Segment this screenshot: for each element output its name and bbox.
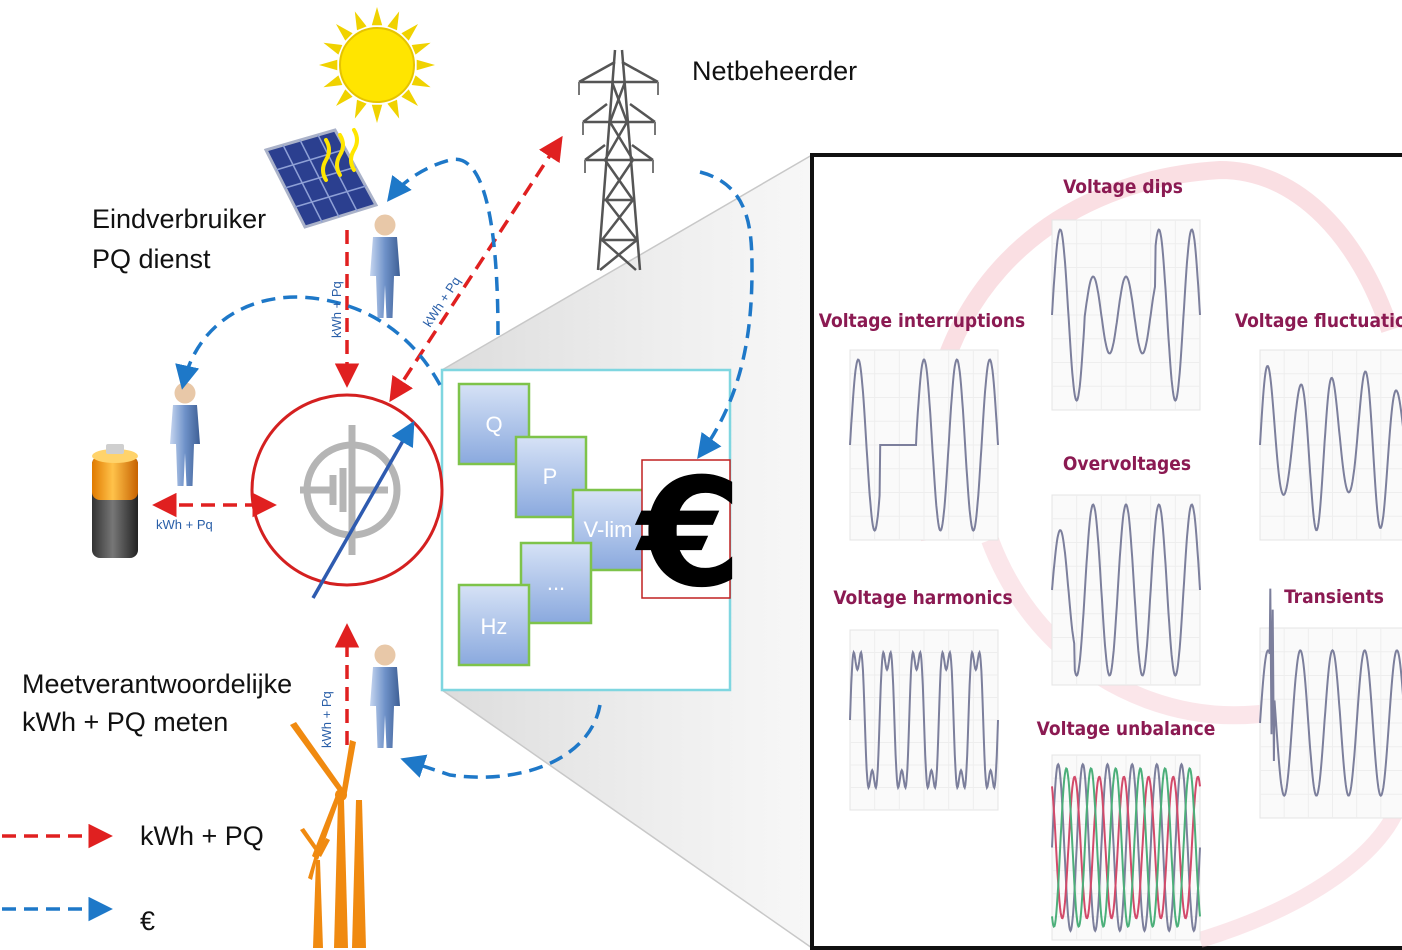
mosfet-symbol-icon xyxy=(300,425,401,555)
sun-ray xyxy=(387,99,400,119)
sun-ray xyxy=(371,104,383,123)
sun-ray xyxy=(319,59,338,71)
service-q-label: Q xyxy=(485,412,502,437)
legend-energy-label: kWh + PQ xyxy=(140,821,264,851)
wind-turbine-icon xyxy=(290,722,366,948)
sun-ray xyxy=(371,7,383,26)
pq-waveform-plots xyxy=(849,219,1402,941)
sun-ray xyxy=(387,11,400,31)
service-p-label: P xyxy=(543,464,558,489)
payment-to-prosumer xyxy=(175,295,442,390)
sun-ray xyxy=(411,42,431,55)
unbalance-plot-wave xyxy=(1051,766,1201,929)
payment-to-consumer xyxy=(387,157,500,336)
euro-box xyxy=(641,459,731,599)
unbalance-plot-wave xyxy=(1051,775,1201,920)
sun-ray xyxy=(336,24,353,41)
service-box: Q P V-lim ... Hz € xyxy=(440,368,742,692)
pq-voltage-dips-title: Voltage dips xyxy=(1063,176,1183,198)
sun-ray xyxy=(411,75,431,88)
sun-ray xyxy=(323,75,343,88)
label-netbeheerder: Netbeheerder xyxy=(692,56,857,86)
person-meter-icon xyxy=(370,644,400,748)
label-eindverbruiker: Eindverbruiker xyxy=(92,204,266,234)
pq-voltage-harmonics-title: Voltage harmonics xyxy=(833,587,1012,609)
harmonics-plot-wave xyxy=(849,649,999,791)
euro-symbol: € xyxy=(635,447,742,621)
power-pylon-icon xyxy=(578,49,659,271)
legend: kWh + PQ € xyxy=(2,821,264,936)
variable-arrow-icon xyxy=(311,420,415,599)
unbalance-plot-wave xyxy=(1051,762,1201,933)
service-more-label: ... xyxy=(547,570,565,595)
payment-to-meter xyxy=(400,704,602,779)
flow-label-top: kWh + Pq xyxy=(329,281,344,338)
pq-transients-title: Transients xyxy=(1284,586,1384,608)
interruptions-plot-wave xyxy=(849,358,999,532)
fluctuations-plot-wave xyxy=(1259,365,1402,532)
sun-ray xyxy=(401,24,418,41)
sun-ray xyxy=(354,99,367,119)
pq-voltage-interruptions-title: Voltage interruptions xyxy=(819,310,1025,332)
overvoltages-plot-wave xyxy=(1051,503,1201,677)
sun-icon xyxy=(319,7,435,123)
sun-ray xyxy=(336,89,353,106)
legend-money-label: € xyxy=(140,906,155,936)
service-hz-box xyxy=(457,583,531,667)
service-more-box xyxy=(519,541,593,625)
battery-icon xyxy=(92,444,138,558)
pq-voltage-fluctuations-title: Voltage fluctuations xyxy=(1235,310,1402,332)
sun-ray xyxy=(354,11,367,31)
label-kwh-pq-meten: kWh + PQ meten xyxy=(22,707,228,737)
dips-plot-wave xyxy=(1051,228,1201,402)
sun-ray xyxy=(416,59,435,71)
payment-from-grid xyxy=(697,170,754,459)
pq-overvoltages-title: Overvoltages xyxy=(1063,453,1191,475)
sun-ray xyxy=(323,42,343,55)
flow-label-battery: kWh + Pq xyxy=(156,517,213,532)
smart-meter-circle xyxy=(250,393,444,599)
label-pq-dienst: PQ dienst xyxy=(92,244,211,274)
person-consumer-icon xyxy=(370,214,400,318)
service-vlim-label: V-lim xyxy=(584,517,633,542)
transients-plot-wave xyxy=(1259,588,1402,798)
service-hz-label: Hz xyxy=(481,614,508,639)
person-prosumer-icon xyxy=(170,382,200,486)
flow-label-bottom: kWh + Pq xyxy=(319,691,334,748)
sun-ray xyxy=(401,89,418,106)
solar-panel-icon xyxy=(263,128,379,229)
pq-voltage-unbalance-title: Voltage unbalance xyxy=(1037,718,1216,740)
label-meetverantwoordelijke: Meetverantwoordelijke xyxy=(22,669,292,699)
